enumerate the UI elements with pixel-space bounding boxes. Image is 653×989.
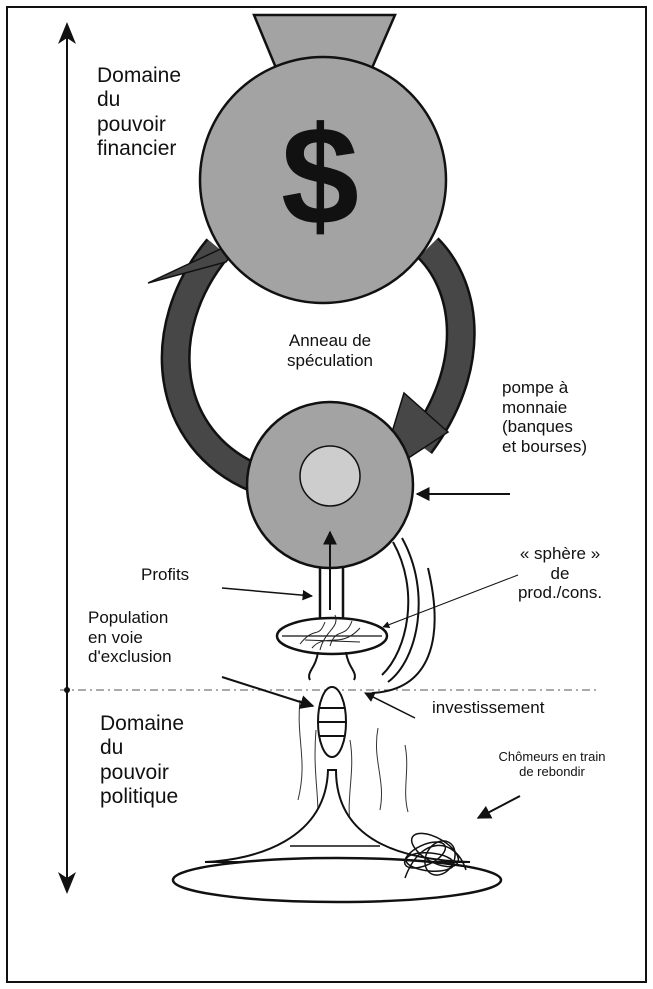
financial-domain-line: du bbox=[97, 88, 181, 112]
speculation-ring-line: Anneau de bbox=[268, 331, 392, 351]
population-line: Population bbox=[88, 608, 172, 628]
dollar-sign: $ bbox=[281, 97, 359, 254]
political-domain-line: politique bbox=[100, 785, 184, 809]
unemployed-line: de rebondir bbox=[490, 764, 614, 779]
production-sphere-line: prod./cons. bbox=[498, 583, 622, 603]
financial-domain-line: pouvoir bbox=[97, 113, 181, 137]
money-pump-line: pompe à bbox=[502, 378, 587, 398]
financial-domain-line: financier bbox=[97, 137, 181, 161]
production-sphere-line: « sphère » bbox=[498, 544, 622, 564]
money-pump-label: pompe à monnaie (banques et bourses) bbox=[502, 378, 587, 457]
political-domain-label: Domaine du pouvoir politique bbox=[100, 712, 184, 809]
financial-domain-line: Domaine bbox=[97, 64, 181, 88]
investment-tube bbox=[372, 538, 435, 693]
money-pump-line: et bourses) bbox=[502, 437, 587, 457]
political-domain-line: pouvoir bbox=[100, 761, 184, 785]
money-pump-line: (banques bbox=[502, 417, 587, 437]
unemployed-label: Chômeurs en train de rebondir bbox=[490, 749, 614, 779]
political-domain-line: Domaine bbox=[100, 712, 184, 736]
population-label: Population en voie d'exclusion bbox=[88, 608, 172, 667]
vertical-scale-arrow bbox=[58, 22, 76, 894]
money-bag: $ bbox=[200, 15, 446, 303]
population-line: d'exclusion bbox=[88, 647, 172, 667]
investment-label: investissement bbox=[432, 698, 544, 718]
production-sphere-label: « sphère » de prod./cons. bbox=[498, 544, 622, 603]
pump-circle bbox=[247, 402, 413, 610]
speculation-ring-label: Anneau de spéculation bbox=[268, 331, 392, 370]
unemployed-arrow bbox=[478, 796, 520, 818]
production-sphere bbox=[277, 615, 387, 654]
speculation-ring-line: spéculation bbox=[268, 351, 392, 371]
boundary-marker bbox=[64, 687, 70, 693]
population-line: en voie bbox=[88, 628, 172, 648]
excluded-population-figure bbox=[309, 652, 355, 757]
production-sphere-line: de bbox=[498, 564, 622, 584]
investment-arrow bbox=[365, 693, 415, 718]
profits-label: Profits bbox=[141, 565, 189, 585]
base-platform bbox=[173, 770, 501, 902]
money-pump-line: monnaie bbox=[502, 398, 587, 418]
profits-arrow bbox=[222, 588, 312, 596]
political-domain-line: du bbox=[100, 736, 184, 760]
financial-domain-label: Domaine du pouvoir financier bbox=[97, 64, 181, 161]
population-arrow bbox=[222, 677, 313, 706]
unemployed-line: Chômeurs en train bbox=[490, 749, 614, 764]
pump-inner-disc bbox=[300, 446, 360, 506]
